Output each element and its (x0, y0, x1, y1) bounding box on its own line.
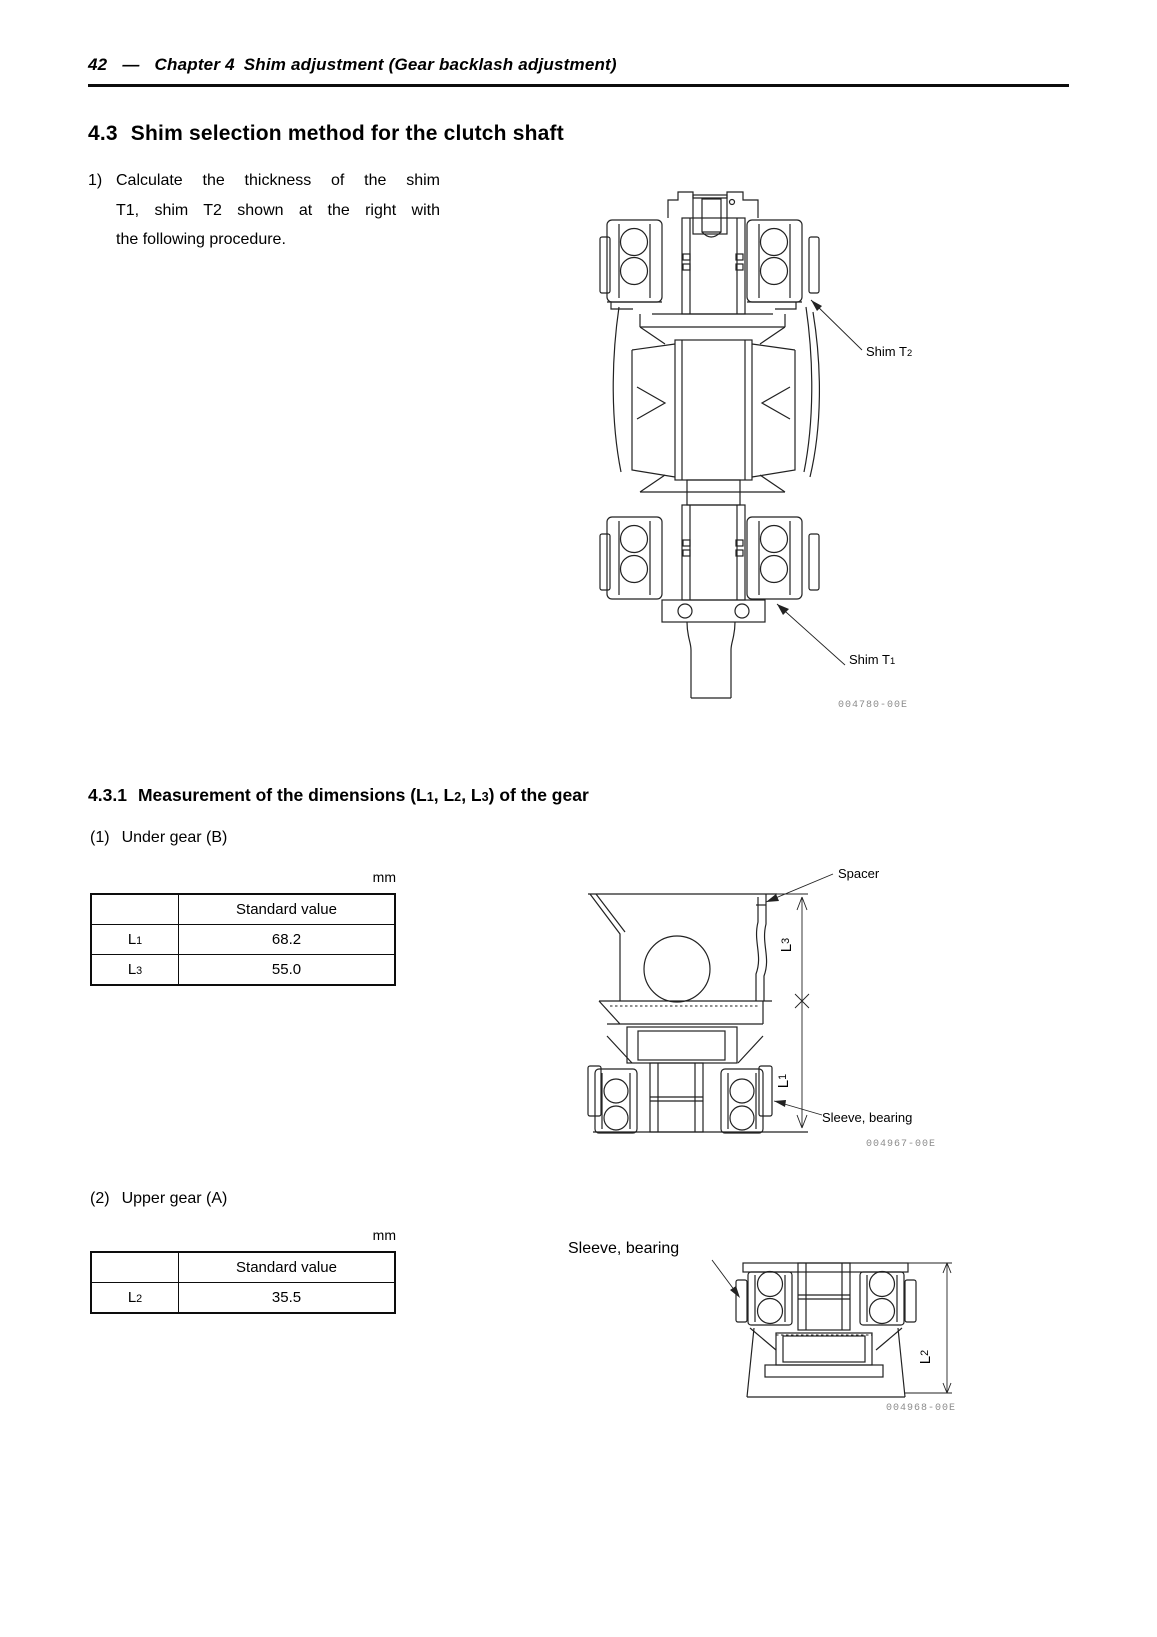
intro-paragraph: 1) Calculate the thickness of the shim T… (88, 166, 440, 255)
param-cell: L3 (90, 954, 179, 986)
shaft-top-cap (667, 191, 759, 238)
clutch-shaft-drawing (599, 191, 863, 699)
table-row: L1 68.2 (90, 924, 396, 955)
clutch-shaft-figure (575, 172, 975, 717)
under-gear-drawing (587, 873, 834, 1134)
section-431-heading: 4.3.1 Measurement of the dimensions (L1,… (88, 785, 589, 806)
value-cell: 35.5 (178, 1282, 396, 1314)
upper-bearings (599, 219, 820, 310)
param-cell: L2 (90, 1282, 179, 1314)
value-cell: 55.0 (178, 954, 396, 986)
header-cell-standard-value: Standard value (178, 893, 396, 925)
intro-line: T1, shim T2 shown at the right with (116, 201, 440, 219)
spacer-label: Spacer (838, 866, 880, 881)
shim-t1-label: Shim T1 (849, 652, 896, 667)
page-header: 42 — Chapter 4 Shim adjustment (Gear bac… (88, 55, 617, 75)
gear-mid-section (612, 306, 821, 506)
lower-bearings (599, 504, 820, 601)
figure-code: 004780-00E (838, 700, 909, 711)
gear-hub (598, 1000, 772, 1064)
header-cell-empty (90, 1251, 179, 1283)
param-cell: L1 (90, 924, 179, 955)
value-cell: 68.2 (178, 924, 396, 955)
upper-gear-heading: (2) Upper gear (A) (90, 1190, 228, 1207)
figure-code: 004967-00E (866, 1139, 937, 1150)
table-header-row: Standard value (90, 893, 396, 925)
upper-gear-figure (560, 1195, 960, 1425)
spacer-strip (755, 894, 768, 1001)
header-cell-empty (90, 893, 179, 925)
table-unit: mm (372, 1227, 396, 1243)
leader-lines (776, 299, 863, 666)
gear-hub-base (746, 1327, 906, 1398)
dimension-lines (777, 893, 810, 1129)
header-cell-standard-value: Standard value (178, 1251, 396, 1283)
figure-code: 004968-00E (886, 1403, 957, 1414)
table-unit: mm (372, 869, 396, 885)
header-dash: — (122, 55, 140, 74)
under-gear-figure (550, 850, 970, 1160)
bearing-block (735, 1262, 917, 1331)
upper-gear-table: Standard value L2 35.5 (90, 1251, 396, 1314)
sleeve-bearing-label: Sleeve, bearing (822, 1110, 913, 1125)
upper-shaft (681, 217, 746, 315)
sleeve-bearing-label: Sleeve, bearing (568, 1240, 680, 1257)
section-43-heading: 4.3 Shim selection method for the clutch… (88, 122, 564, 146)
table-row: L3 55.0 (90, 954, 396, 986)
gear-bell (588, 893, 777, 1003)
list-marker: 1) (88, 172, 103, 189)
section-43-number: 4.3 (88, 122, 118, 145)
chapter-title: Shim adjustment (Gear backlash adjustmen… (243, 55, 617, 74)
intro-line: Calculate the thickness of the shim (116, 172, 440, 189)
shim-t2-label: Shim T2 (866, 344, 913, 359)
header-rule (88, 84, 1069, 87)
chapter-heading: Chapter 4 Shim adjustment (Gear backlash… (155, 55, 617, 75)
page-number: 42 (88, 55, 108, 74)
upper-gear-drawing (711, 1259, 952, 1398)
table-header-row: Standard value (90, 1251, 396, 1283)
table-row: L2 35.5 (90, 1282, 396, 1314)
leader-lines (711, 1259, 740, 1298)
under-gear-table: Standard value L1 68.2 L3 55.0 (90, 893, 396, 986)
leader-lines (765, 873, 834, 1116)
bearing-block (587, 1062, 808, 1134)
dimension-lines (905, 1262, 952, 1394)
section-431-number: 4.3.1 (88, 785, 127, 805)
section-431-title: Measurement of the dimensions (L1, L2, L… (137, 785, 589, 805)
intro-line: the following procedure. (116, 231, 286, 248)
chapter-number: Chapter 4 (154, 55, 235, 74)
shaft-bottom-stub (661, 599, 766, 699)
section-43-title: Shim selection method for the clutch sha… (130, 122, 564, 145)
under-gear-heading: (1) Under gear (B) (90, 829, 228, 846)
